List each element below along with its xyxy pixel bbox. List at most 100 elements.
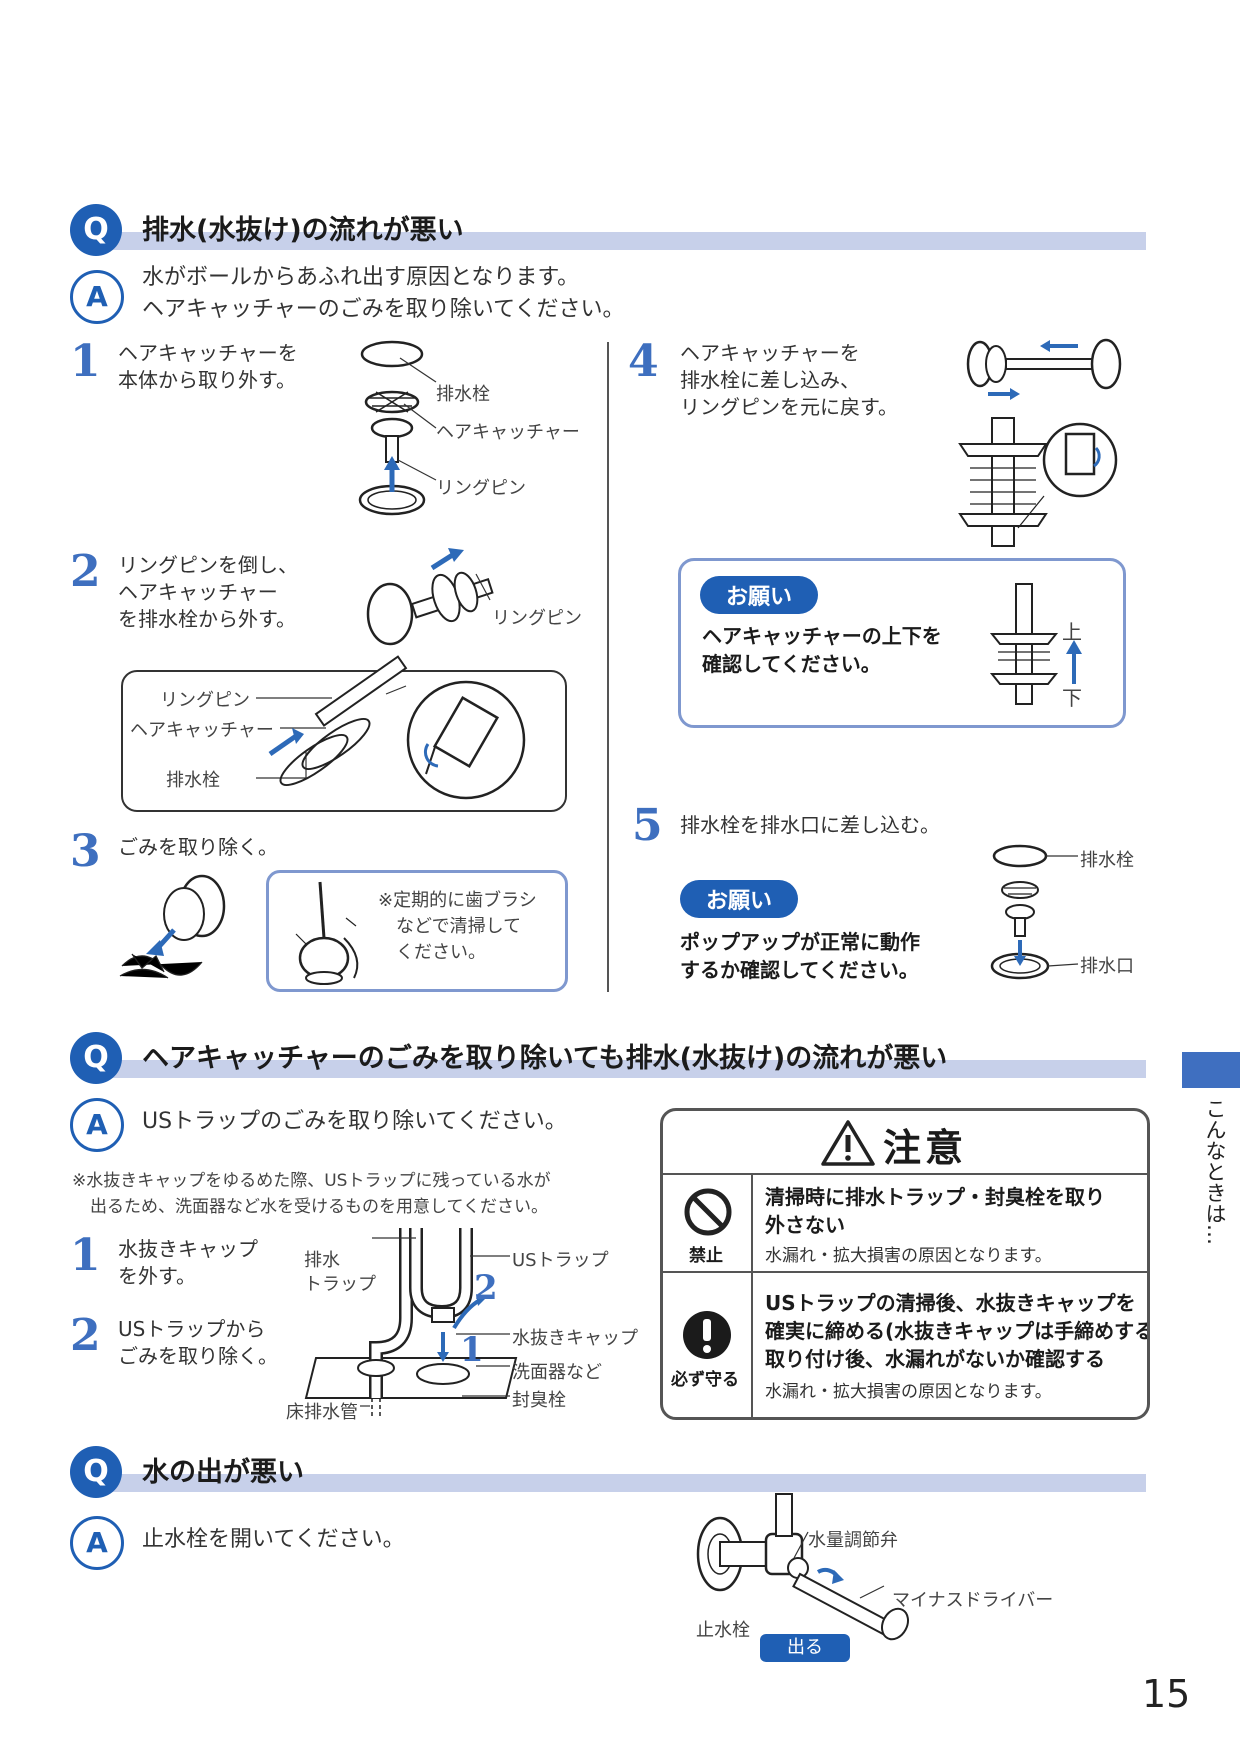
- q1-step5-illustration: [990, 844, 1079, 980]
- caution-row2-line1: USトラップの清掃後、水抜きキャップを: [765, 1291, 1136, 1315]
- q2-step2-line2: ごみを取り除く。: [118, 1344, 278, 1368]
- caution-row-divider: [663, 1271, 1147, 1273]
- caution-header: [663, 1111, 1147, 1175]
- q3-heading: Q 水の出が悪い: [70, 1446, 1146, 1506]
- q1-step1-leader-lines: [397, 357, 437, 481]
- up-arrow-icon: [1066, 640, 1082, 684]
- q3-q-icon: Q: [70, 1446, 122, 1498]
- q1-step4-line3: リングピンを元に戻す。: [680, 395, 898, 419]
- q1-step1-illustration: [358, 340, 426, 516]
- q1-answer-line2: ヘアキャッチャーのごみを取り除いてください。: [142, 297, 625, 322]
- q2-label-us-trap: USトラップ: [512, 1250, 609, 1271]
- q2-note-line1: ※水抜きキャップをゆるめた際、USトラップに残っている水が: [72, 1171, 551, 1191]
- q1-heading-bar: [110, 232, 1146, 250]
- side-tab-label: こんなときは…: [1203, 1098, 1227, 1245]
- q3-heading-bar: [110, 1474, 1146, 1492]
- q1-step2-line1: リングピンを倒し、: [118, 553, 298, 577]
- q2-step2-number: 2: [70, 1310, 101, 1361]
- q1-step4-number: 4: [628, 336, 659, 387]
- q1-brush-note-line1: ※定期的に歯ブラシ: [378, 890, 537, 911]
- q1-a-icon: A: [70, 270, 124, 324]
- q1-brush-note-line2: などで清掃して: [396, 916, 522, 937]
- q1-request2-line1: ポップアップが正常に動作: [680, 930, 920, 954]
- q1-step4-top-illustration: [966, 338, 1122, 400]
- q2-q-icon: Q: [70, 1032, 122, 1084]
- q2-step2-line1: USトラップから: [118, 1317, 266, 1341]
- q1-request1-line2: 確認してください。: [702, 652, 881, 676]
- q1-detail-label-hair-catcher: ヘアキャッチャー: [130, 720, 274, 741]
- q1-step1-line1: ヘアキャッチャーを: [118, 341, 298, 365]
- q2-heading-bar: [110, 1060, 1146, 1078]
- q3-label-flow-valve: 水量調節弁: [808, 1530, 898, 1551]
- q1-heading: Q 排水(水抜け)の流れが悪い: [70, 204, 1146, 264]
- q2-a-icon: A: [70, 1098, 124, 1152]
- q2-fig-number-1: 1: [460, 1330, 484, 1370]
- caution-row1-sub: 水漏れ・拡大損害の原因となります。: [765, 1246, 1052, 1266]
- stop-valve-illustration: [696, 1493, 909, 1641]
- q1-step2-line2: ヘアキャッチャー: [118, 580, 278, 604]
- q1-step2-number: 2: [70, 546, 101, 597]
- caution-row1-icon-label: 禁止: [689, 1246, 723, 1266]
- q3-label-screwdriver: マイナスドライバー: [892, 1590, 1054, 1611]
- us-trap-illustration: [304, 1228, 518, 1418]
- q1-step1-number: 1: [70, 336, 101, 387]
- q1-detail-label-ring-pin: リングピン: [160, 690, 250, 711]
- q1-request1-line1: ヘアキャッチャーの上下を: [702, 624, 942, 648]
- q1-step3-number: 3: [70, 826, 101, 877]
- q2-note-line2: 出るため、洗面器など水を受けるものを用意してください。: [90, 1197, 548, 1217]
- q2-answer: USトラップのごみを取り除いてください。: [142, 1109, 567, 1134]
- q1-request1-label: お願い: [700, 576, 819, 614]
- q1-step5-number: 5: [632, 800, 663, 851]
- q1-step2-leader: [475, 573, 491, 601]
- q1-brush-note-box: [266, 870, 568, 992]
- q2-step1-number: 1: [70, 1230, 101, 1281]
- caution-icon-column-divider: [751, 1173, 753, 1417]
- q1-step3-line1: ごみを取り除く。: [118, 835, 278, 859]
- q1-step5-label-drain-outlet: 排水口: [1080, 956, 1134, 977]
- q1-brush-note-line3: ください。: [396, 942, 486, 963]
- q1-request2-line2: するか確認してください。: [680, 958, 919, 982]
- q1-request1-orientation-illustration: [989, 583, 1059, 705]
- q1-answer-line1: 水がボールからあふれ出す原因となります。: [142, 265, 580, 290]
- q2-label-drain-cap: 水抜きキャップ: [512, 1328, 638, 1349]
- q1-step1-label-ring-pin: リングピン: [436, 478, 526, 499]
- q3-title: 水の出が悪い: [142, 1457, 304, 1488]
- caution-box: 注意 禁止 清掃時に排水トラップ・封臭栓を取り 外さない 水漏れ・拡大損害の原因…: [660, 1108, 1150, 1420]
- q1-step3-illustration: [119, 874, 226, 979]
- q1-step4-line2: 排水栓に差し込み、: [680, 368, 860, 392]
- caution-row1-line1: 清掃時に排水トラップ・封臭栓を取り: [765, 1185, 1105, 1209]
- q2-label-drain-trap-1: 排水: [304, 1250, 340, 1271]
- q1-q-icon: Q: [70, 204, 122, 256]
- q3-answer: 止水栓を開いてください。: [142, 1527, 405, 1552]
- column-divider: [607, 342, 609, 992]
- caution-row2-sub: 水漏れ・拡大損害の原因となります。: [765, 1382, 1052, 1402]
- caution-row2-line2: 確実に締める(水抜きキャップは手締めする): [765, 1319, 1150, 1343]
- q2-label-basin: 洗面器など: [512, 1362, 602, 1383]
- caution-title: 注意: [883, 1126, 968, 1170]
- q2-label-drain-trap-2: トラップ: [304, 1274, 376, 1295]
- us-trap-leader-lines: [360, 1237, 510, 1407]
- q2-heading: Q ヘアキャッチャーのごみを取り除いても排水(水抜け)の流れが悪い: [70, 1032, 1146, 1092]
- q1-step4-bottom-illustration: [958, 417, 1118, 547]
- q2-step1-line2: を外す。: [118, 1264, 196, 1288]
- warning-triangle-icon: [821, 1120, 875, 1166]
- q1-step5-label-drain-plug: 排水栓: [1080, 850, 1134, 871]
- mandatory-icon: [683, 1311, 731, 1359]
- page-number: 15: [1142, 1672, 1191, 1716]
- brush-cleaning-illustration: [295, 881, 359, 985]
- q1-step5-line1: 排水栓を排水口に差し込む。: [680, 813, 940, 837]
- q1-detail-label-drain-plug: 排水栓: [166, 770, 220, 791]
- q2-label-seal-plug: 封臭栓: [512, 1390, 566, 1411]
- q3-out-pill: 出る: [760, 1634, 850, 1662]
- side-tab-marker: [1182, 1052, 1240, 1088]
- caution-row2-line3: 取り付け後、水漏れがないか確認する: [765, 1347, 1105, 1371]
- q3-label-stop-valve: 止水栓: [696, 1620, 750, 1641]
- q1-step1-line2: 本体から取り外す。: [118, 368, 296, 392]
- q1-step2-detail-illustration: [256, 655, 526, 800]
- q2-label-floor-drain: 床排水管: [286, 1402, 358, 1423]
- q1-step1-label-drain-plug: 排水栓: [436, 384, 490, 405]
- prohibited-icon: [684, 1188, 732, 1236]
- q1-title: 排水(水抜け)の流れが悪い: [142, 215, 464, 246]
- q1-step2-illustration: [366, 548, 494, 646]
- caution-row1-line2: 外さない: [765, 1213, 845, 1237]
